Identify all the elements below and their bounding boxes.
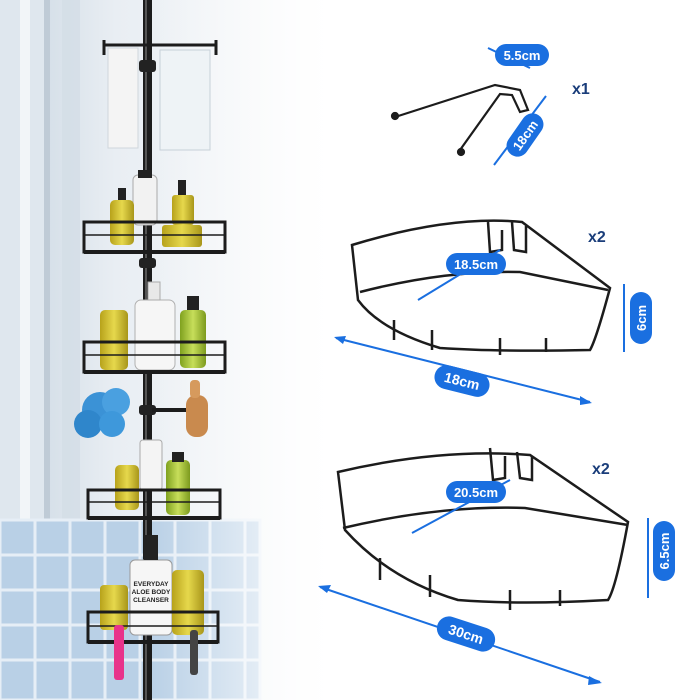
small-basket-width-dimension: 18cm (334, 336, 592, 405)
small-basket-depth-dimension: 18.5cm (417, 249, 506, 301)
hook-width-label: 5.5cm (504, 48, 541, 63)
hook-quantity-label: x1 (572, 81, 590, 98)
product-label: EVERYDAY ALOE BODY CLEANSER (132, 581, 171, 604)
black-razor (190, 630, 198, 675)
small-basket-depth-label: 18.5cm (454, 257, 498, 272)
hook-width-dimension: 5.5cm (487, 44, 549, 69)
large-basket-depth-label: 20.5cm (454, 485, 498, 500)
shelf-tier-3 (86, 439, 222, 520)
small-basket-diagram (350, 219, 612, 355)
towel-bar-with-towels (102, 40, 218, 151)
shelf-tier-1 (82, 170, 227, 254)
pink-razor (114, 625, 124, 680)
shelf-tier-2 (82, 281, 227, 374)
large-basket-depth-dimension: 20.5cm (411, 479, 511, 534)
small-basket-height-dimension: 6cm (623, 284, 652, 352)
bath-sponge (74, 388, 130, 438)
over-door-hook-diagram (390, 83, 530, 157)
small-basket-height-label: 6cm (634, 305, 649, 331)
small-basket-quantity-label: x2 (588, 229, 606, 246)
product-label-line1: EVERYDAY (134, 581, 170, 588)
wooden-brush (152, 380, 208, 437)
large-basket-height-label: 6.5cm (657, 533, 672, 570)
product-label-line3: CLEANSER (133, 597, 169, 604)
product-label-line2: ALOE BODY (132, 589, 171, 596)
large-basket-height-dimension: 6.5cm (647, 518, 675, 598)
large-basket-quantity-label: x2 (592, 461, 610, 478)
shelf-tier-4: EVERYDAY ALOE BODY CLEANSER (86, 535, 220, 680)
large-basket-diagram (336, 447, 630, 610)
